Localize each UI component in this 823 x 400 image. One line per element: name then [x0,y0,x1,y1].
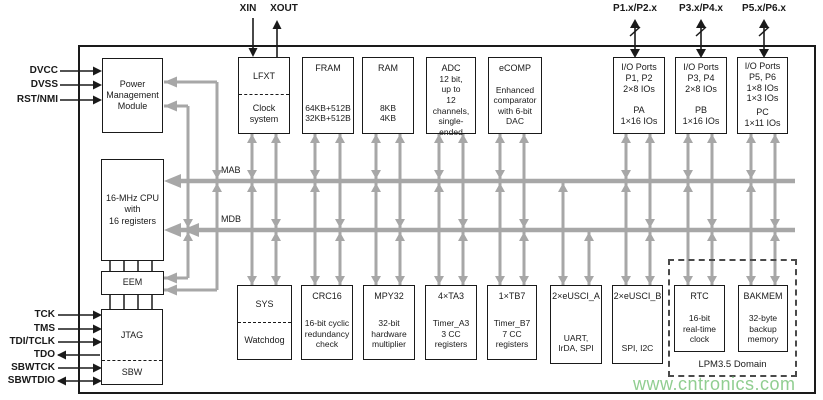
block-rtc: RTC 16-bit real-time clock [674,285,725,352]
ecomp-detail: Enhanced comparator with 6-bit DAC [493,84,537,127]
eusci-a-detail: UART, IrDA, SPI [558,332,594,354]
block-mpy32: MPY32 32-bit hardware multiplier [363,285,415,360]
io-p1p2-title: I/O Ports P1, P2 2×8 IOs [621,62,657,94]
lpm35-domain-outline: LPM3.5 Domain [668,259,797,377]
adc-title: ADC [441,63,461,73]
block-timer-b7: 1×TB7 Timer_B7 7 CC registers [487,285,537,360]
bakmem-title: BAKMEM [743,291,783,301]
sbw-label: SBW [102,360,162,384]
timer-b7-detail: Timer_B7 7 CC registers [493,318,531,350]
block-io-p1p2: I/O Ports P1, P2 2×8 IOs PA 1×16 IOs [613,57,665,134]
mpy32-detail: 32-bit hardware multiplier [371,318,407,350]
pin-dvss: DVSS [30,79,58,90]
pmm-label: Power Management Module [106,78,159,112]
block-io-p3p4: I/O Ports P3, P4 2×8 IOs PB 1×16 IOs [675,57,727,134]
block-timer-a3: 4×TA3 Timer_A3 3 CC registers [425,285,477,360]
crc16-title: CRC16 [312,291,342,301]
fram-detail: 64KB+512B 32KB+512B [305,102,351,124]
lfxt-label: LFXT [252,71,275,81]
block-sys-watchdog: SYS Watchdog [237,285,292,360]
io-p5p6-title: I/O Ports P5, P6 1×8 IOs 1×3 IOs [744,61,781,104]
block-jtag-sbw: JTAG SBW [101,309,163,385]
block-bakmem: BAKMEM 32-byte backup memory [738,285,788,352]
pin-tdo: TDO [33,349,55,360]
block-adc: ADC 12 bit, up to 12 channels, single-en… [426,57,476,137]
pin-sbwtdio: SBWTDIO [7,375,55,386]
mdb-bus-label: MDB [221,214,241,224]
cpu-label: 16-MHz CPU with 16 registers [105,193,159,226]
pin-ports-p1p2: P1.x/P2.x [613,3,657,14]
block-pmm: Power Management Module [102,58,163,133]
clock-system-label: Clock system [239,94,289,133]
rtc-detail: 16-bit real-time clock [682,313,717,345]
block-eusci-b: 2×eUSCI_B SPI, I2C [612,285,663,364]
pin-tdi-tclk: TDI/TCLK [9,336,55,347]
io-p3p4-title: I/O Ports P3, P4 2×8 IOs [683,62,719,94]
pin-ports-p3p4: P3.x/P4.x [679,3,723,14]
pin-xout: XOUT [270,3,298,14]
io-p5p6-detail: PC 1×11 IOs [744,106,781,128]
timer-a3-title: 4×TA3 [437,291,465,301]
block-ecomp: eCOMP Enhanced comparator with 6-bit DAC [488,57,542,134]
pin-tms: TMS [33,323,55,334]
block-lfxt-clock: LFXT Clock system [238,57,290,134]
ram-detail: 8KB 4KB [379,102,397,124]
block-cpu: 16-MHz CPU with 16 registers [101,159,164,261]
crc16-detail: 16-bit cyclic redundancy check [304,318,350,350]
watchdog-label: Watchdog [238,322,291,359]
pin-xin: XIN [239,3,257,14]
mab-bus-label: MAB [221,165,241,175]
block-eusci-a: 2×eUSCI_A UART, IrDA, SPI [550,285,602,364]
block-ram: RAM 8KB 4KB [362,57,414,134]
pin-ports-p5p6: P5.x/P6.x [742,3,786,14]
io-p1p2-detail: PA 1×16 IOs [620,104,658,126]
sys-label: SYS [255,299,274,309]
ram-title: RAM [378,63,398,73]
eem-label: EEM [122,277,143,288]
eusci-b-detail: SPI, I2C [621,343,654,354]
block-fram: FRAM 64KB+512B 32KB+512B [302,57,354,134]
eusci-b-title: 2×eUSCI_B [613,291,662,301]
mpy32-title: MPY32 [374,291,404,301]
block-crc16: CRC16 16-bit cyclic redundancy check [301,285,353,360]
block-eem: EEM [101,271,164,295]
rtc-title: RTC [690,291,709,301]
pin-rst-nmi: RST/NMI [16,94,58,105]
block-io-p5p6: I/O Ports P5, P6 1×8 IOs 1×3 IOs PC 1×11… [737,57,788,134]
pin-tck: TCK [34,309,55,320]
watermark: www.cntronics.com [633,374,796,394]
bakmem-detail: 32-byte backup memory [747,313,779,345]
adc-detail: 12 bit, up to 12 channels, single-ended [432,73,470,137]
jtag-label: JTAG [120,330,144,340]
ecomp-title: eCOMP [498,63,531,73]
pin-sbwtck: SBWTCK [11,362,55,373]
timer-b7-title: 1×TB7 [498,291,526,301]
timer-a3-detail: Timer_A3 3 CC registers [432,318,470,350]
fram-title: FRAM [315,63,341,73]
lpm35-domain-label: LPM3.5 Domain [698,359,767,370]
eusci-a-title: 2×eUSCI_A [552,291,600,301]
pin-dvcc: DVCC [29,65,58,76]
io-p3p4-detail: PB 1×16 IOs [682,104,720,126]
